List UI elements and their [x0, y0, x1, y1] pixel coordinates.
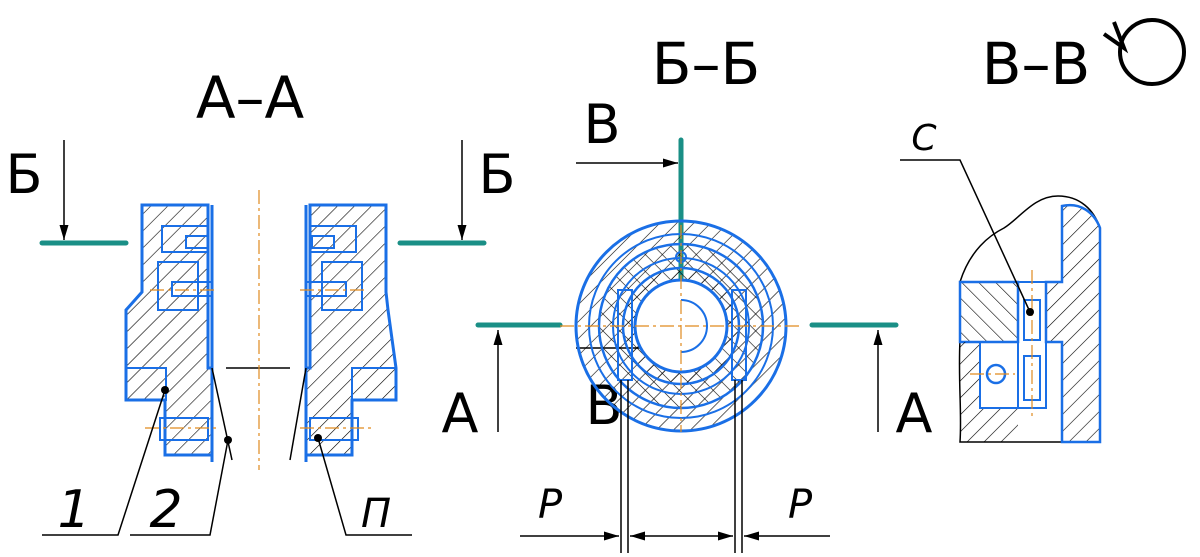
right-bolt — [309, 417, 359, 441]
section-bb-view: Б–Б В В А А — [442, 30, 933, 553]
cut-label-v-top: В — [583, 93, 620, 156]
cut-label-b-left: Б — [5, 143, 42, 206]
dim-label-p-right: Р — [788, 482, 813, 528]
vv-block-left — [958, 280, 1020, 344]
right-pocket — [321, 261, 363, 311]
left-flange — [125, 367, 167, 401]
leader-label-p: П — [361, 491, 391, 537]
right-slot-top — [309, 225, 357, 253]
vv-block-bottom-left — [960, 342, 1018, 442]
vv-block-right — [1044, 203, 1102, 444]
leader-label-2: 2 — [149, 480, 182, 540]
cut-label-b-right: Б — [478, 143, 515, 206]
section-aa-title: А–А — [196, 64, 305, 132]
bb-bore-arc — [680, 299, 708, 353]
bb-slot-left — [617, 289, 633, 381]
taper-right — [289, 367, 307, 461]
left-pocket — [157, 261, 199, 311]
leader-line-2 — [130, 439, 229, 536]
dim-label-p-left: Р — [538, 482, 563, 528]
cut-label-a-right: А — [896, 382, 933, 445]
taper-left — [211, 367, 233, 461]
left-key-top — [185, 235, 209, 249]
rotated-view-icon — [1102, 18, 1186, 86]
section-vv-view: В–В С — [900, 18, 1186, 444]
bb-slot-right — [731, 289, 747, 381]
cut-label-a-left: А — [442, 382, 479, 445]
right-key-top — [311, 235, 335, 249]
left-bolt — [159, 417, 209, 441]
leader-label-c: С — [911, 118, 937, 159]
section-bb-title: Б–Б — [652, 30, 761, 98]
right-flange — [351, 367, 397, 401]
section-vv-title: В–В — [982, 30, 1091, 98]
leader-line-p — [317, 437, 412, 536]
leader-line-1 — [42, 389, 166, 536]
leader-label-1: 1 — [57, 480, 90, 540]
leader-line-c — [900, 159, 1031, 313]
section-aa-view: А–А Б Б — [5, 64, 515, 540]
